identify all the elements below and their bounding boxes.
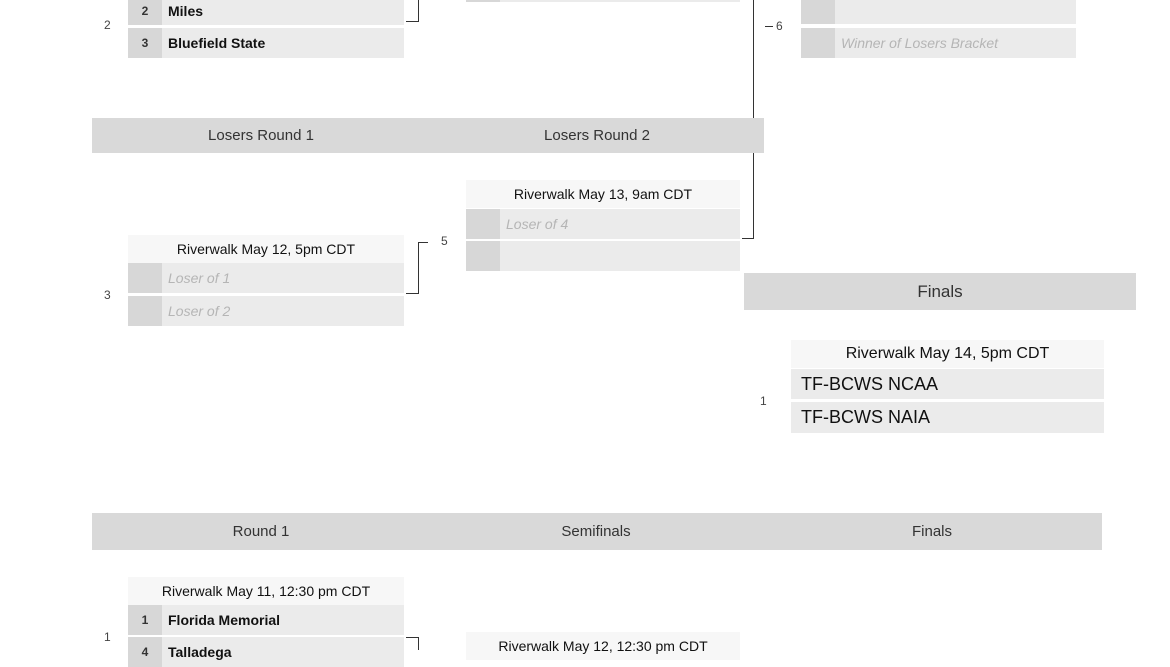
match-number: 3 bbox=[104, 288, 111, 302]
seed-badge bbox=[466, 241, 500, 271]
bracket-connector bbox=[753, 0, 754, 120]
seed-badge bbox=[128, 296, 162, 326]
team-row[interactable]: Loser of 2 bbox=[128, 296, 404, 326]
team-row[interactable] bbox=[466, 241, 740, 271]
team-row[interactable] bbox=[466, 0, 740, 2]
match-number: 1 bbox=[760, 394, 767, 408]
team-row[interactable]: Winner of Losers Bracket bbox=[801, 28, 1076, 58]
team-row[interactable]: TF-BCWS NAIA bbox=[791, 402, 1104, 433]
finals-header: Finals bbox=[744, 273, 1136, 310]
seed-badge bbox=[466, 209, 500, 239]
bracket-connector bbox=[418, 242, 419, 294]
seed-badge bbox=[128, 263, 162, 293]
bracket-connector bbox=[765, 26, 773, 27]
losers-bracket-header: Losers Round 1 Losers Round 2 bbox=[92, 118, 764, 153]
seed-badge bbox=[801, 0, 835, 24]
team-name bbox=[500, 241, 506, 271]
team-row[interactable]: Loser of 1 bbox=[128, 263, 404, 293]
match-title: Riverwalk May 12, 5pm CDT bbox=[128, 235, 404, 263]
bracket-connector bbox=[406, 21, 419, 22]
team-row[interactable]: Loser of 4 bbox=[466, 209, 740, 239]
header-finals: Finals bbox=[917, 281, 963, 301]
seed-badge: 1 bbox=[128, 605, 162, 635]
seed-badge: 2 bbox=[128, 0, 162, 25]
bracket-connector bbox=[418, 637, 419, 650]
bracket-connector bbox=[753, 153, 754, 239]
team-row[interactable]: 4 Talladega bbox=[128, 637, 404, 667]
bracket-connector bbox=[742, 238, 754, 239]
team-name: Florida Memorial bbox=[168, 612, 281, 628]
match-number: 1 bbox=[104, 630, 111, 644]
bracket-connector bbox=[406, 637, 419, 638]
match-number: 2 bbox=[104, 18, 111, 32]
team-row[interactable]: TF-BCWS NCAA bbox=[791, 369, 1104, 399]
header-round-1: Round 1 bbox=[232, 523, 290, 540]
team-row[interactable]: 2 Miles bbox=[128, 0, 404, 25]
header-losers-round-1: Losers Round 1 bbox=[208, 127, 314, 144]
team-name: Miles bbox=[168, 3, 204, 19]
placeholder-slot: Loser of 1 bbox=[168, 270, 231, 286]
match-title: Riverwalk May 12, 12:30 pm CDT bbox=[466, 632, 740, 660]
match-number: 6 bbox=[776, 19, 783, 33]
seed-badge: 4 bbox=[128, 637, 162, 667]
team-name: Talladega bbox=[168, 644, 232, 660]
placeholder-slot: Loser of 2 bbox=[168, 303, 231, 319]
bracket-connector bbox=[418, 242, 428, 243]
header-finals: Finals bbox=[911, 523, 953, 540]
bracket-connector bbox=[418, 0, 419, 22]
match-title: Riverwalk May 14, 5pm CDT bbox=[791, 340, 1104, 368]
header-semifinals: Semifinals bbox=[561, 523, 631, 540]
match-title: Riverwalk May 11, 12:30 pm CDT bbox=[128, 577, 404, 605]
bracket-connector bbox=[406, 293, 419, 294]
placeholder-slot: Loser of 4 bbox=[506, 216, 569, 232]
team-row[interactable]: 1 Florida Memorial bbox=[128, 605, 404, 635]
placeholder-slot: Winner of Losers Bracket bbox=[841, 35, 999, 51]
seed-badge bbox=[466, 0, 500, 2]
team-name: Bluefield State bbox=[168, 35, 266, 51]
team-row[interactable] bbox=[801, 0, 1076, 24]
header-losers-round-2: Losers Round 2 bbox=[544, 127, 650, 144]
bracket-header: Round 1 Semifinals Finals bbox=[92, 513, 1102, 550]
seed-badge bbox=[801, 28, 835, 58]
team-row[interactable]: 3 Bluefield State bbox=[128, 28, 404, 58]
match-number: 5 bbox=[441, 234, 448, 248]
seed-badge: 3 bbox=[128, 28, 162, 58]
match-title: Riverwalk May 13, 9am CDT bbox=[466, 180, 740, 208]
